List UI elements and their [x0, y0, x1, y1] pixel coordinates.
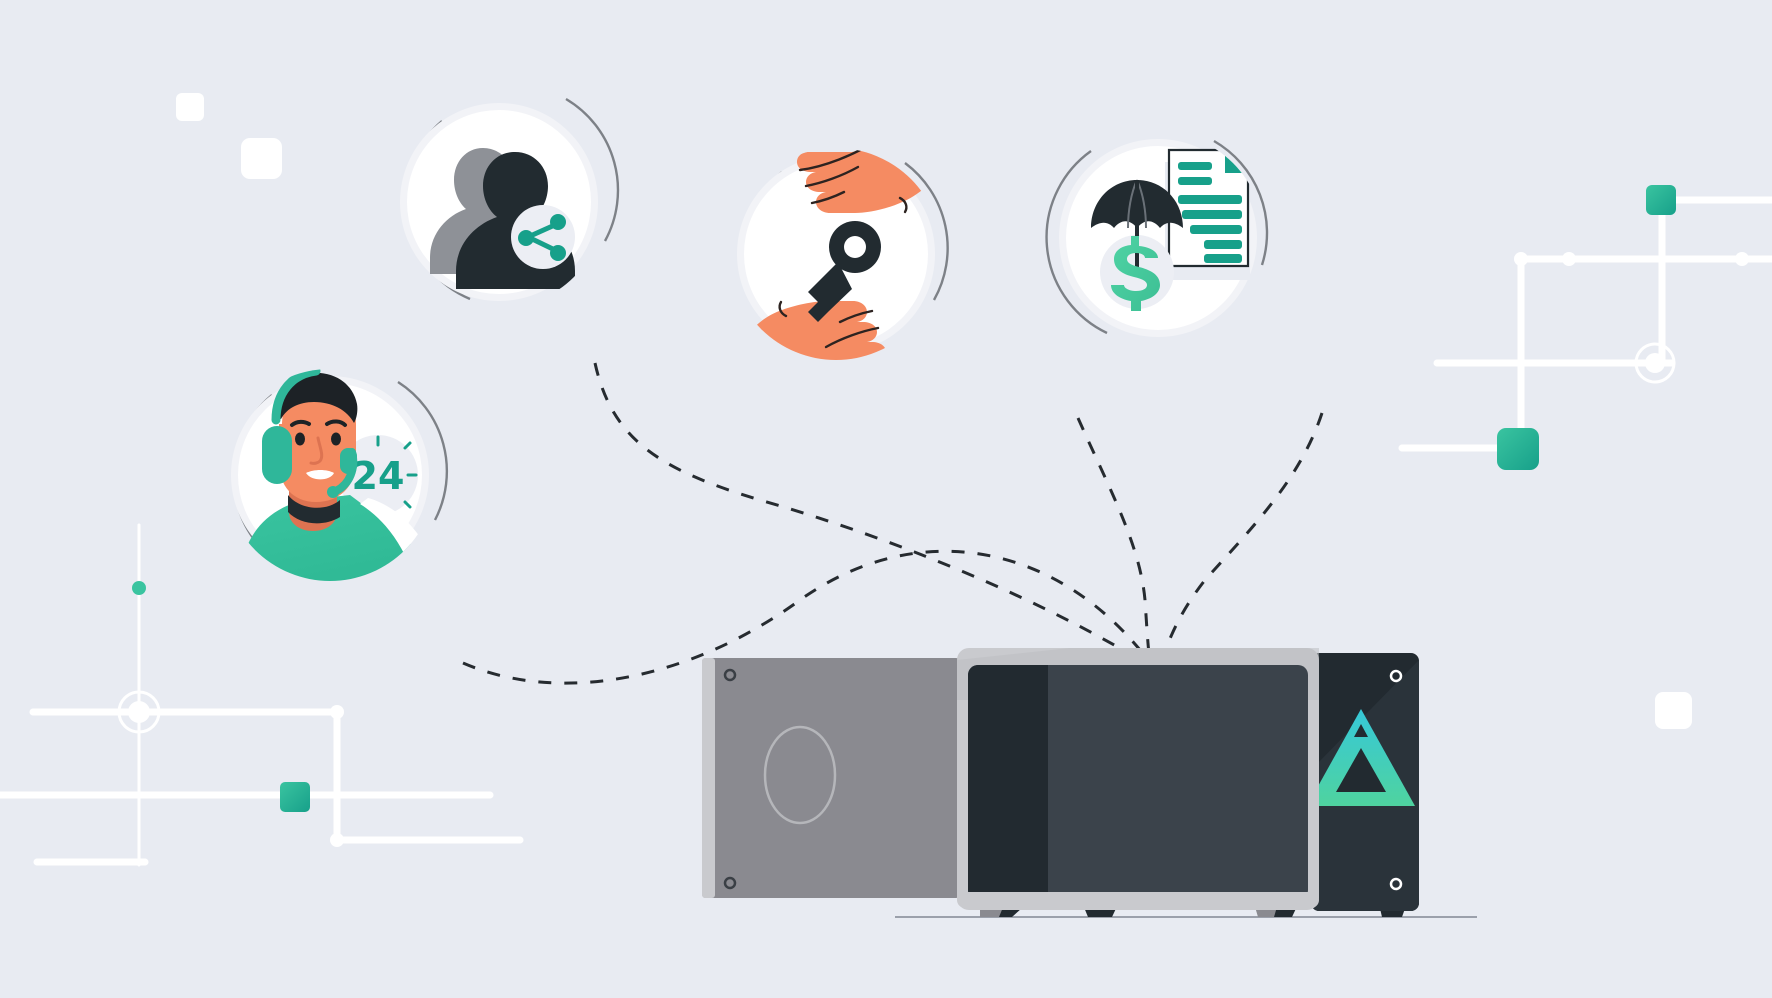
- umbrella-dollar-document-icon: [1091, 148, 1250, 311]
- headset-band: [271, 369, 321, 425]
- server-inner-left-strip: [968, 665, 1048, 900]
- node-dot-teal: [132, 581, 146, 595]
- dollar-icon: [1111, 236, 1160, 311]
- clock-24-badge: 24: [338, 435, 418, 515]
- server-inner-bezel: [968, 665, 1308, 900]
- panel-screw-side-top: [1389, 669, 1403, 683]
- server-chassis-bottom-lip: [957, 892, 1319, 908]
- connector-dashed-path-doc: [1160, 412, 1324, 663]
- share-node-left: [518, 230, 534, 246]
- decor-square-white-1: [176, 93, 204, 121]
- network-dot-r2: [1562, 252, 1576, 266]
- node-ring-left: [117, 690, 161, 734]
- share-node-bottom: [550, 245, 566, 261]
- doc-line-5: [1190, 225, 1242, 234]
- circle-arc-outer-top-4: [397, 380, 449, 521]
- circle-arc-outer-top-3: [1213, 139, 1269, 266]
- hand-upper-line-2: [804, 165, 860, 188]
- server-side-logo: [1307, 709, 1415, 806]
- agent-hair: [274, 372, 358, 423]
- share-icon: [518, 214, 566, 261]
- hands-key-icon: [730, 148, 942, 360]
- server-front-screws: [723, 668, 737, 890]
- panel-screw-fl: [723, 668, 737, 682]
- node-ring-right-core: [1645, 353, 1665, 373]
- hand-lower: [730, 301, 886, 360]
- agent-eyebrow-right: [325, 419, 347, 427]
- doc-line-3: [1178, 195, 1242, 204]
- hand-lower-line-2: [824, 326, 880, 349]
- brand-triangle-logo-notch: [1354, 724, 1368, 737]
- users-share-icon: [430, 148, 575, 289]
- hand-lower-lines: [778, 300, 880, 349]
- key-shaft: [808, 262, 852, 322]
- feature-circle-key-handover[interactable]: [722, 115, 960, 399]
- feature-circle-support-24[interactable]: 24: [231, 369, 449, 600]
- circle-arc-outer-top: [565, 97, 620, 242]
- headset-mic-mount: [340, 448, 357, 474]
- document-fold: [1225, 150, 1248, 173]
- server-drive-bay-outline: [763, 725, 837, 825]
- key-head-hole: [844, 236, 866, 258]
- network-dot-l2: [330, 833, 344, 847]
- umbrella-icon: [1091, 179, 1183, 270]
- node-ring-left-core: [128, 701, 150, 723]
- agent-mouth: [306, 470, 334, 480]
- agent-nose: [309, 436, 324, 465]
- umbrella-handle: [1135, 180, 1139, 270]
- doc-line-2: [1178, 177, 1212, 185]
- hand-upper-lines: [798, 148, 908, 214]
- decor-square-white-3: [1655, 692, 1692, 729]
- headset-earcup: [262, 426, 292, 484]
- panel-screw-side-bottom: [1389, 877, 1403, 891]
- hand-upper: [797, 148, 942, 213]
- dollar-sign: [1111, 236, 1160, 311]
- clock-tick-5: [403, 500, 412, 509]
- circle-arc-outer-bottom-3: [1045, 150, 1108, 335]
- document-text-lines: [1178, 162, 1242, 263]
- hand-lower-line-1: [838, 309, 874, 324]
- server-front-panel: [702, 658, 960, 898]
- feature-circle-user-sharing[interactable]: [400, 97, 620, 301]
- share-node-top: [550, 214, 566, 230]
- network-dot-l1: [330, 705, 344, 719]
- doc-line-1: [1178, 162, 1212, 170]
- network-dot-r1: [1514, 252, 1528, 266]
- network-dot-r3: [1735, 252, 1749, 266]
- agent-eyebrow-left: [290, 419, 311, 427]
- connector-dashed-path-key: [1076, 417, 1152, 663]
- server-front-edge: [702, 658, 715, 898]
- server-inner-split: [968, 665, 1048, 900]
- clock-24-label: 24: [352, 454, 405, 498]
- decor-square-teal-1: [1646, 185, 1676, 215]
- circle-arc-outer-top-2: [904, 162, 949, 301]
- doc-line-6: [1204, 240, 1242, 249]
- agent-eye-right: [331, 432, 341, 446]
- network-decor-left-thick: [0, 708, 524, 866]
- connector-dashed-path-support: [462, 549, 1150, 685]
- headset-mic-tip: [327, 486, 339, 498]
- decor-square-teal-3: [280, 782, 310, 812]
- clock-tick-1: [403, 441, 412, 450]
- decor-square-white-2: [241, 138, 282, 179]
- clock-badge-disc: [338, 435, 418, 515]
- agent-collar: [288, 495, 340, 524]
- feature-circle-insurance-billing[interactable]: [1045, 139, 1269, 337]
- doc-line-4: [1182, 210, 1242, 219]
- hand-upper-line-3: [798, 148, 878, 172]
- hand-upper-thumb: [898, 196, 908, 214]
- key-icon: [808, 221, 881, 322]
- agent-eye-left: [295, 432, 305, 446]
- node-ring-right: [1634, 342, 1676, 384]
- doc-line-7: [1204, 254, 1242, 263]
- brand-triangle-logo-inner: [1336, 748, 1386, 792]
- panel-screw-bl: [723, 876, 737, 890]
- hand-upper-line-1: [810, 190, 846, 205]
- decor-square-teal-2: [1497, 428, 1539, 470]
- hand-lower-thumb: [778, 300, 788, 318]
